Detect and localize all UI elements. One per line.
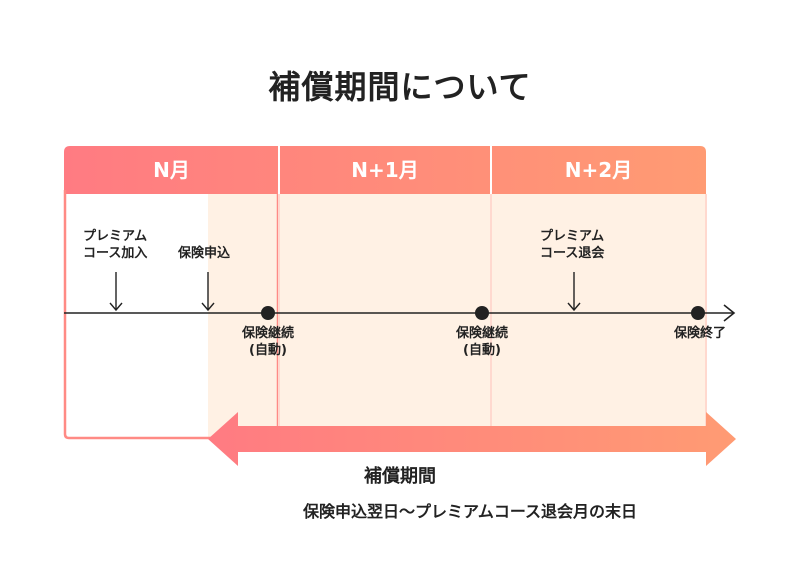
timeline-arrowhead xyxy=(723,304,736,322)
renewal-2-label: 保険継続 (自動) xyxy=(455,326,508,358)
renewal-2-dot xyxy=(475,306,489,320)
coverage-label: 補償期間 xyxy=(364,466,436,487)
insurance-end-label: 保険終了 xyxy=(673,326,726,341)
n-month-box xyxy=(63,190,280,440)
month-header-band xyxy=(64,146,706,194)
renewal-1-dot xyxy=(261,306,275,320)
month-n: N月 xyxy=(153,158,190,182)
insurance-apply-arrow xyxy=(201,272,215,312)
insurance-end-dot xyxy=(691,306,705,320)
page-title: 補償期間について xyxy=(268,68,532,106)
premium-leave-arrow xyxy=(567,272,581,312)
premium-join-label: プレミアム コース加入 xyxy=(83,229,148,261)
month-n-plus-2: N+2月 xyxy=(564,158,633,182)
premium-join-arrow xyxy=(109,272,123,312)
insurance-apply-label: 保険申込 xyxy=(178,246,231,261)
renewal-1-label: 保険継続 (自動) xyxy=(241,326,294,358)
month-n-plus-1: N+1月 xyxy=(351,158,419,182)
coverage-double-arrow xyxy=(208,412,736,466)
premium-leave-label: プレミアム コース退会 xyxy=(540,229,605,261)
coverage-description: 保険申込翌日〜プレミアムコース退会月の末日 xyxy=(302,502,638,521)
coverage-area xyxy=(208,194,706,438)
